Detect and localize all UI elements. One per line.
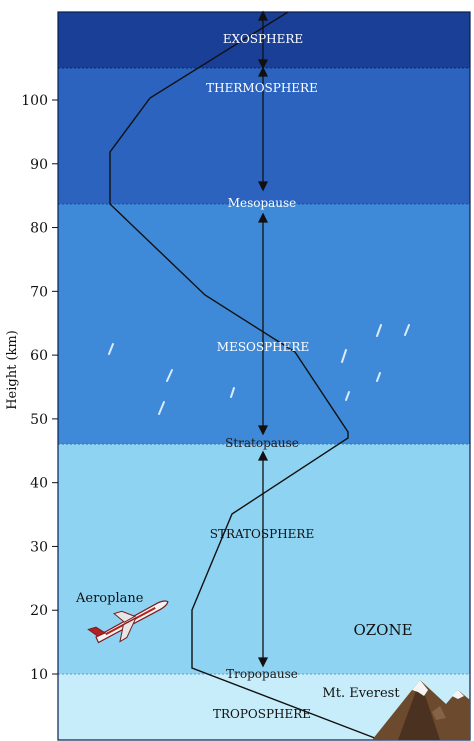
y-axis-tick-label: 90 bbox=[30, 157, 48, 173]
thermosphere-band bbox=[58, 68, 470, 204]
layer-arrows bbox=[257, 10, 269, 668]
y-axis-tick-label: 80 bbox=[30, 221, 48, 237]
y-axis-tick-label: 70 bbox=[30, 284, 48, 300]
y-axis-tick-label: 100 bbox=[21, 93, 48, 109]
mountain-icon bbox=[372, 680, 470, 740]
y-axis: 10 20 30 40 50 60 70 80 90 100 bbox=[21, 93, 58, 683]
temperature-profile-line bbox=[109, 11, 381, 741]
stratopause-label: Stratopause bbox=[225, 436, 299, 450]
y-axis-title: Height (km) bbox=[5, 330, 20, 410]
mesosphere-label: MESOSPHERE bbox=[217, 340, 309, 354]
diagram-frame bbox=[57, 11, 471, 741]
ozone-label: OZONE bbox=[353, 621, 412, 639]
y-axis-tick-label: 20 bbox=[30, 603, 48, 619]
y-axis-tick-label: 40 bbox=[30, 476, 48, 492]
exosphere-band bbox=[58, 12, 470, 68]
meteor-streaks bbox=[108, 324, 410, 415]
stratosphere-label: STRATOSPHERE bbox=[210, 527, 314, 541]
stratosphere-band bbox=[58, 444, 470, 674]
troposphere-label: TROPOSPHERE bbox=[213, 707, 311, 721]
aeroplane-label: Aeroplane bbox=[75, 591, 144, 606]
aeroplane-icon bbox=[87, 600, 169, 644]
mesopause-label: Mesopause bbox=[228, 196, 297, 210]
y-axis-tick-label: 30 bbox=[30, 539, 48, 555]
tropopause-label: Tropopause bbox=[226, 667, 298, 681]
thermosphere-label: THERMOSPHERE bbox=[206, 81, 318, 95]
y-axis-tick-label: 50 bbox=[30, 412, 48, 428]
everest-label: Mt. Everest bbox=[322, 686, 400, 701]
y-axis-tick-label: 60 bbox=[30, 348, 48, 364]
mesosphere-band bbox=[58, 204, 470, 444]
y-axis-tick-label: 10 bbox=[30, 667, 48, 683]
exosphere-label: EXOSPHERE bbox=[223, 32, 303, 46]
